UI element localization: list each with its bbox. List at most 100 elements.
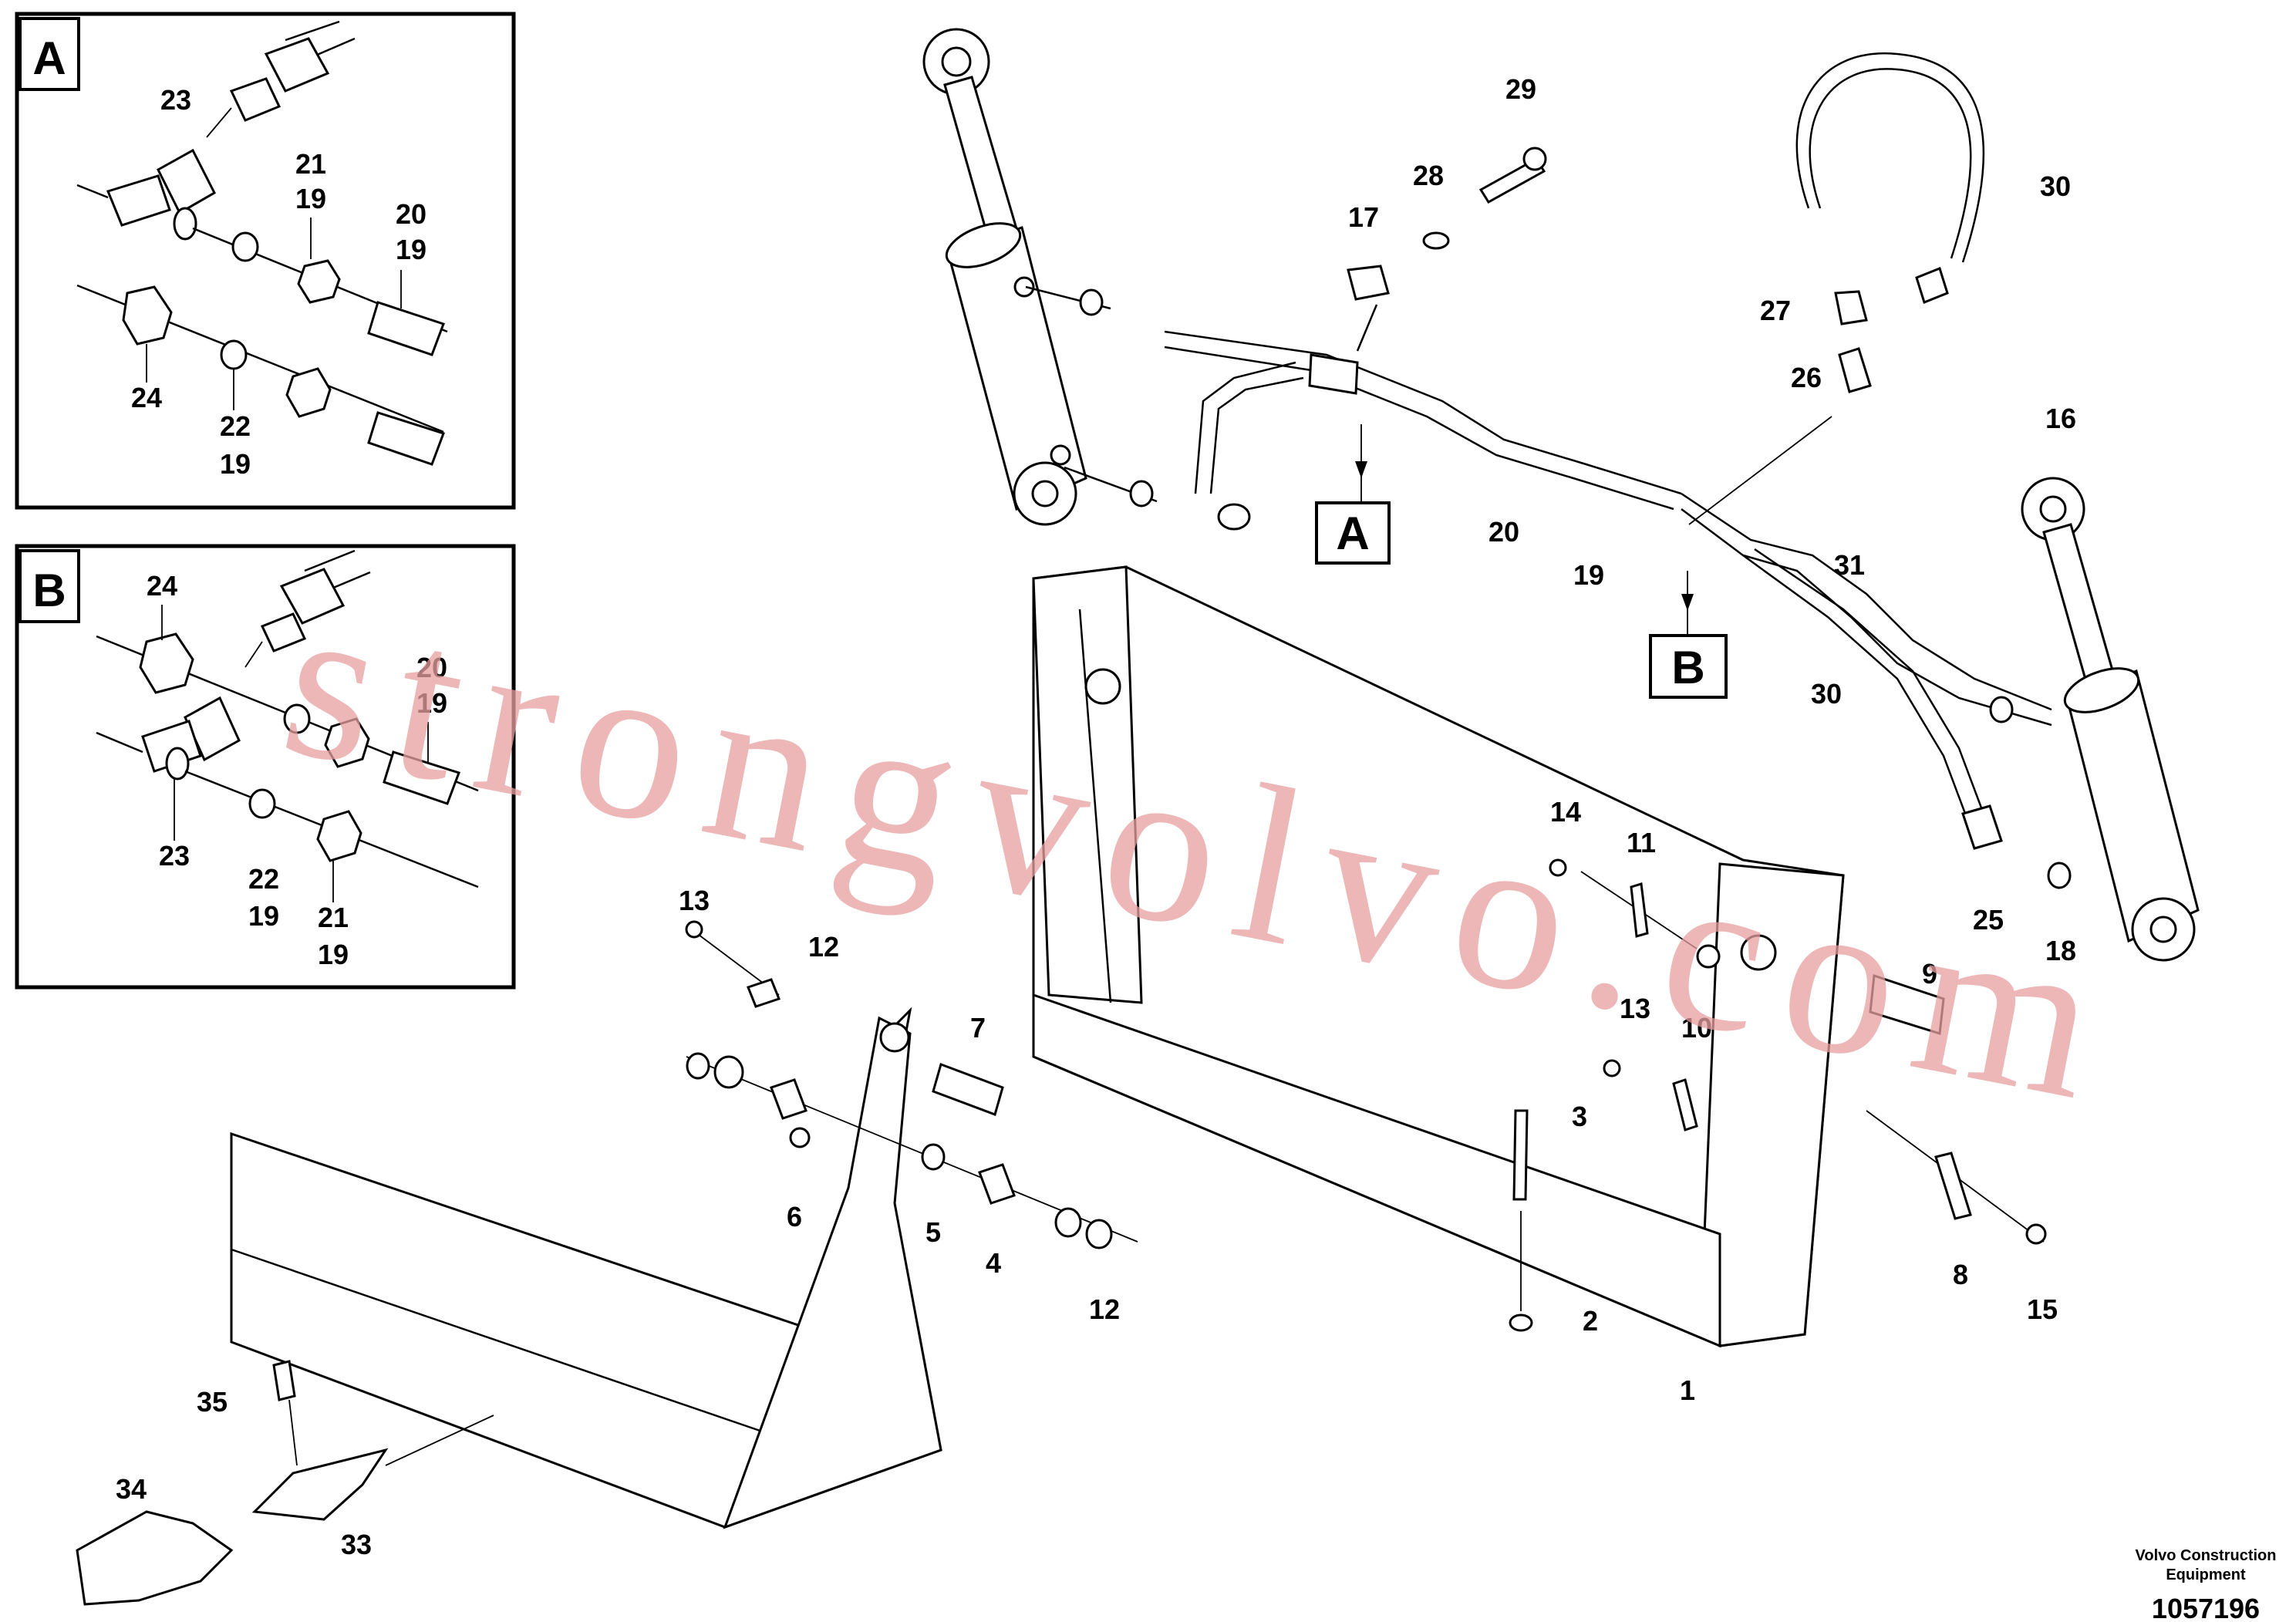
callout-27: 27 [1760,295,1791,326]
bolt-29 [1478,157,1546,204]
inset-a-label-20: 20 [396,198,426,230]
tube-left-loop-a [1194,361,1296,494]
ref-a-frame [1315,501,1391,565]
callout-8: 8 [1953,1259,1968,1290]
inset-a-sleeve2 [220,339,248,370]
fitting-left-top [1079,288,1104,316]
bolt-13-left [685,920,703,939]
inset-b-label-22: 22 [248,863,279,895]
bucket-bracket [1696,944,1721,969]
hose-30-upper-b [1809,68,1972,259]
clamp-17 [1347,265,1390,301]
hose-30-lower [1742,554,1968,818]
inset-a-label-22: 22 [220,410,251,442]
bucket-right-side [1703,862,1845,1347]
inset-a: A 23 21 19 20 19 24 22 19 [15,12,516,510]
bucket-left-pivot [879,1022,910,1053]
inset-b-nut [324,717,370,768]
callout-31: 31 [1834,549,1865,581]
washer-12b [1085,1219,1113,1249]
inset-a-label-19a: 19 [295,183,326,214]
ref-box-b: B [1649,571,1728,699]
inset-a-label-19c: 19 [220,448,251,480]
inset-b-line2 [96,731,143,754]
inset-b-nut2 [316,810,362,862]
inset-a-tag [19,17,80,91]
bucket-pin-right [1740,934,1777,971]
callout-9: 9 [1922,958,1937,990]
callout-10: 10 [1681,1012,1712,1044]
callout-20: 20 [1489,516,1519,548]
ref-a-arrow-head [1355,461,1367,478]
inset-a-fitting [229,77,282,122]
callout-3: 3 [1572,1101,1587,1132]
inset-b-tee-port [165,747,190,781]
bolt-29-head [1522,147,1547,171]
inset-a-label-23: 23 [160,84,191,116]
callout-2: 2 [1583,1305,1598,1337]
inset-b: B 24 20 19 23 22 19 21 19 [15,544,516,990]
washer-28 [1422,231,1450,250]
inset-a-letter: A [32,32,66,84]
ref-a-letter: A [1336,508,1369,559]
bucket-cutting-edge [1032,993,1721,1348]
left-cylinder-eye-hole [941,46,972,77]
inset-b-label-19b: 19 [248,900,279,932]
callout-12-top: 12 [808,931,839,963]
fitting-25 [1961,804,2003,850]
pin-9 [1869,973,1945,1035]
drawing-number: 1057196 [2152,1593,2260,1622]
inset-b-fitting [260,612,307,653]
inset-a-hose-ferrule [264,37,330,93]
callout-11: 11 [1627,827,1656,858]
callout-26: 26 [1791,362,1822,393]
bushing-4 [978,1163,1016,1205]
clamp-17-strap [1356,304,1378,352]
callout-29: 29 [1505,73,1536,105]
left-cylinder-base-hole [1031,480,1059,508]
clamp-bracket [1308,353,1359,395]
left-cylinder-rod [943,76,1021,250]
inset-a-leader [206,107,232,138]
nut-2 [1509,1313,1533,1332]
callout-1: 1 [1680,1374,1695,1406]
callout-19: 19 [1573,559,1604,591]
callout-33: 33 [341,1529,372,1560]
callout-15: 15 [2027,1293,2058,1325]
inset-a-nut2 [285,367,332,418]
callout-6: 6 [787,1201,802,1233]
callout-12-bottom: 12 [1089,1293,1120,1325]
fitting-left-bottom [1129,480,1154,508]
inset-a-line1 [76,184,109,199]
ref-box-a: A [1315,424,1391,565]
inset-b-label-19c: 19 [318,939,349,970]
bucket-pin-left [1084,668,1121,705]
inset-a-label-24: 24 [131,382,162,413]
washer-12 [1054,1207,1082,1238]
callouts: 29 28 17 30 27 26 16 20 19 31 30 14 11 9… [116,73,2076,1560]
plate-11 [1630,882,1649,938]
inset-b-adapter [139,632,194,694]
inset-a-tube1 [367,301,445,356]
inset-a-sleeve [231,231,259,262]
inset-b-sleeve [283,703,311,734]
inset-a-label-19b: 19 [396,234,426,265]
callout-25: 25 [1973,904,2004,936]
right-cylinder-head [2063,667,2140,713]
inset-b-label-19a: 19 [416,687,447,719]
callout-28: 28 [1413,160,1444,191]
company-line1: Volvo Construction [2136,1547,2277,1564]
bolt-13 [1603,1059,1621,1077]
bucket-left-side-plate [723,1016,942,1529]
bolt-3 [1512,1109,1529,1201]
plate-12-left [747,978,781,1008]
callout-18: 18 [2045,935,2076,966]
bucket-left [76,920,1138,1606]
callout-7: 7 [970,1012,986,1044]
hose-30-upper [1795,52,1984,263]
leader-26-to-line [1688,416,1832,525]
tube-left-loop-b [1209,376,1304,494]
inset-b-label-20: 20 [416,652,447,683]
bushing-left-1 [713,1055,744,1089]
